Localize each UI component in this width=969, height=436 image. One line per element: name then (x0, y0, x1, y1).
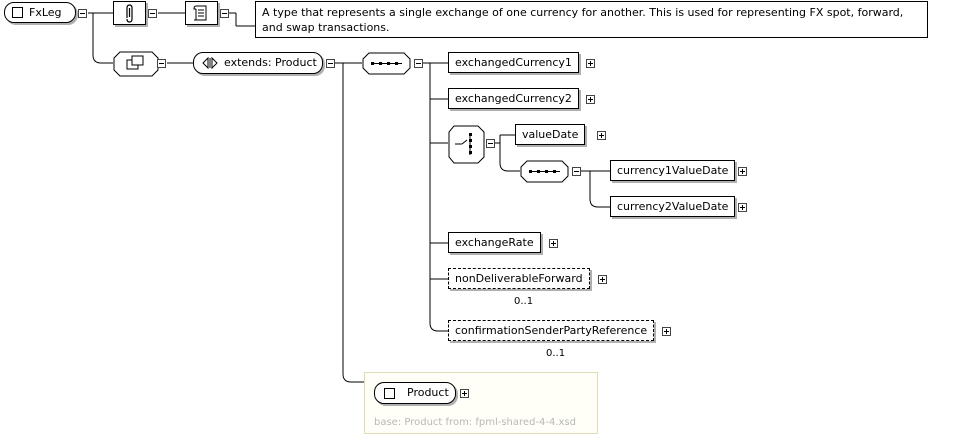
element-label: currency1ValueDate (617, 164, 729, 177)
base-type-product[interactable]: Product (374, 382, 456, 404)
expand-toggle[interactable] (549, 239, 558, 248)
element-label: confirmationSenderPartyReference (455, 324, 648, 337)
expand-toggle[interactable] (738, 167, 747, 176)
collapse-toggle[interactable] (220, 9, 229, 18)
collapse-toggle[interactable] (326, 59, 335, 68)
sequence-icon (362, 52, 411, 75)
expand-toggle[interactable] (460, 389, 469, 398)
base-type-caption: base: Product from: fpml-shared-4-4.xsd (374, 417, 577, 428)
collapse-toggle[interactable] (572, 167, 581, 176)
collapse-toggle[interactable] (157, 59, 166, 68)
choice-icon (448, 125, 485, 164)
base-type-region: Product base: Product from: fpml-shared-… (364, 372, 598, 434)
collapse-toggle[interactable] (148, 9, 157, 18)
root-element-label: FxLeg (29, 6, 62, 19)
occurrence-label: 0..1 (546, 348, 566, 359)
collapse-toggle[interactable] (486, 139, 495, 148)
element-exchanged-currency-1[interactable]: exchangedCurrency1 (448, 52, 579, 73)
extension-icon (202, 57, 218, 69)
expand-toggle[interactable] (586, 95, 595, 104)
scroll-icon (193, 5, 207, 21)
occurrence-label: 0..1 (514, 296, 534, 307)
collapse-toggle[interactable] (414, 59, 423, 68)
element-value-date[interactable]: valueDate (515, 124, 586, 145)
element-currency-1-value-date[interactable]: currency1ValueDate (610, 160, 736, 181)
annotation-icon-box (113, 1, 146, 25)
annotation-text-box: A type that represents a single exchange… (255, 1, 928, 38)
element-label: valueDate (522, 128, 579, 141)
element-label: exchangedCurrency2 (455, 92, 572, 105)
paperclip-icon (126, 4, 133, 23)
complex-type-icon (12, 7, 23, 18)
collapse-toggle[interactable] (78, 9, 87, 18)
complex-content-icon (113, 51, 159, 77)
documentation-icon-box (185, 1, 218, 25)
element-label: exchangeRate (455, 236, 534, 249)
complex-type-icon (384, 388, 395, 399)
element-confirmation-sender-party-reference[interactable]: confirmationSenderPartyReference (448, 320, 655, 341)
expand-toggle[interactable] (598, 275, 607, 284)
extends-label: extends: Product (224, 56, 317, 69)
root-element-fxleg[interactable]: FxLeg (4, 2, 76, 23)
element-label: currency2ValueDate (617, 200, 729, 213)
annotation-text: A type that represents a single exchange… (262, 6, 904, 34)
element-exchange-rate[interactable]: exchangeRate (448, 232, 541, 253)
element-non-deliverable-forward[interactable]: nonDeliverableForward (448, 268, 590, 289)
expand-toggle[interactable] (597, 131, 606, 140)
element-currency-2-value-date[interactable]: currency2ValueDate (610, 196, 736, 217)
sequence-icon (520, 160, 569, 183)
element-exchanged-currency-2[interactable]: exchangedCurrency2 (448, 88, 579, 109)
expand-toggle[interactable] (738, 203, 747, 212)
expand-toggle[interactable] (586, 59, 595, 68)
base-type-label: Product (407, 386, 449, 399)
expand-toggle[interactable] (662, 327, 671, 336)
element-label: nonDeliverableForward (455, 272, 583, 285)
extends-product[interactable]: extends: Product (193, 52, 323, 74)
element-label: exchangedCurrency1 (455, 56, 572, 69)
